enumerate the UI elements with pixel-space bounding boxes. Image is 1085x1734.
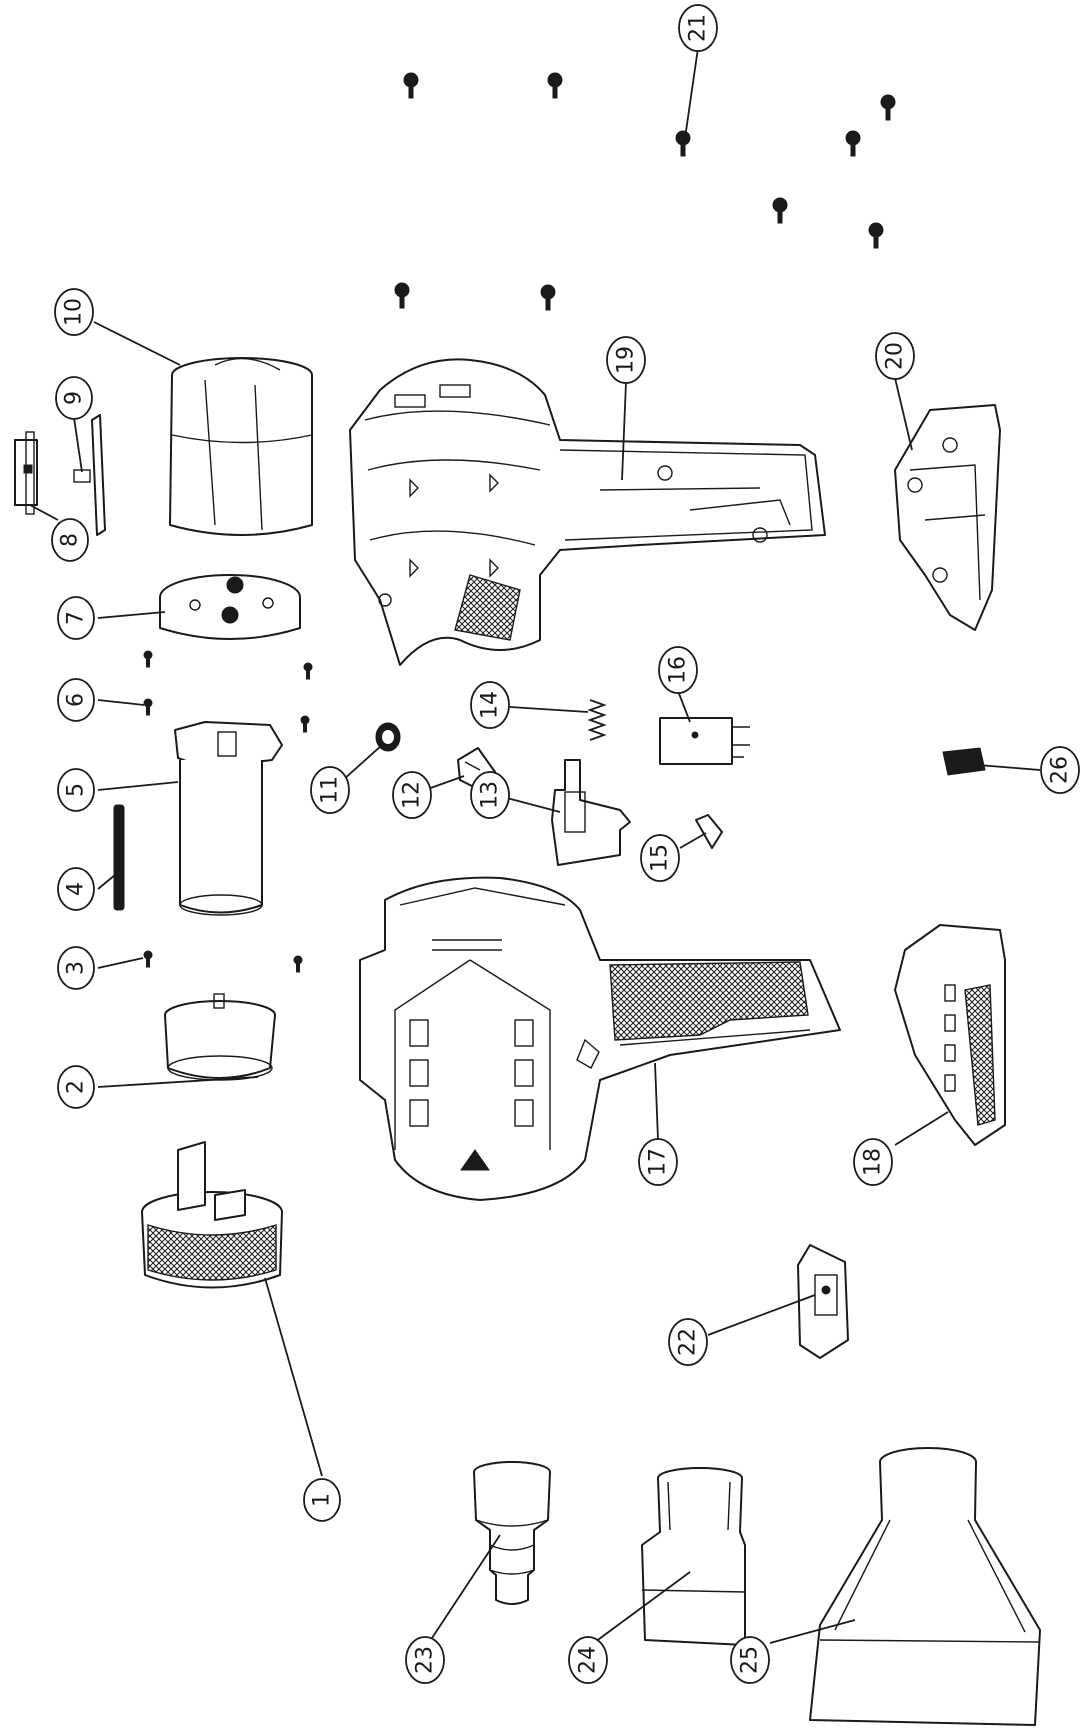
callout-9: 9 [55,376,93,420]
screw-3-group [143,950,303,973]
callout-21-label: 21 [686,14,711,42]
fan-housing [169,357,313,536]
flat-nozzle [809,1447,1041,1726]
callout-16: 16 [658,646,698,694]
callout-15: 15 [640,834,680,882]
callout-23-label: 23 [413,1646,438,1674]
callout-9-label: 9 [62,391,87,405]
terminal-connector [942,747,986,776]
motor-mount-ring [159,574,301,640]
rear-cover-outer [894,924,1006,1146]
screw-6-group [143,650,313,733]
callout-14: 14 [470,681,510,729]
callout-10: 10 [54,288,94,336]
callout-6: 6 [57,678,95,722]
callout-26-label: 26 [1048,756,1073,784]
washer-ring [375,722,401,752]
callout-2-label: 2 [64,1080,89,1094]
callout-24: 24 [568,1636,608,1684]
callout-17: 17 [638,1138,678,1186]
callout-3-label: 3 [64,961,89,975]
callout-19-label: 19 [614,346,639,374]
callout-1-label: 1 [310,1493,335,1507]
support-rod [113,804,125,911]
callout-26: 26 [1040,746,1080,794]
callout-4-label: 4 [64,882,89,896]
element-base [164,993,276,1081]
callout-18: 18 [853,1138,893,1186]
screw-set [394,72,896,311]
trigger-spring [587,699,607,741]
callout-25-label: 25 [738,1646,763,1674]
callout-13: 13 [470,771,510,819]
callout-16-label: 16 [666,656,691,684]
callout-12: 12 [392,771,432,819]
callout-15-label: 15 [648,844,673,872]
callout-4: 4 [57,867,95,911]
callout-13-label: 13 [478,781,503,809]
callout-23: 23 [405,1636,445,1684]
trigger [551,759,631,866]
callout-7: 7 [57,596,95,640]
lock-button [695,814,723,849]
callout-24-label: 24 [576,1646,601,1674]
callout-14-label: 14 [478,691,503,719]
callout-22: 22 [668,1318,708,1366]
micro-switch [659,717,750,765]
switch-module [797,1244,849,1359]
callout-8-label: 8 [58,533,83,547]
callout-11-label: 11 [318,776,343,804]
callout-10-label: 10 [62,298,87,326]
right-housing-half [359,876,841,1201]
reflector-nozzle [641,1467,746,1646]
callout-11: 11 [310,766,350,814]
cone-nozzle [473,1461,551,1605]
callout-3: 3 [57,946,95,990]
callout-12-label: 12 [400,781,425,809]
callout-20-label: 20 [883,342,908,370]
callout-5: 5 [57,768,95,812]
callout-21: 21 [678,4,718,52]
fan-plate [14,431,38,515]
callout-25: 25 [730,1636,770,1684]
left-housing-half [349,358,826,666]
callout-22-label: 22 [676,1328,701,1356]
callout-8: 8 [51,518,89,562]
front-nozzle-shell [141,1141,283,1289]
callout-20: 20 [875,332,915,380]
rear-cover [894,404,1001,631]
callout-1: 1 [303,1478,341,1522]
leader-lines [29,47,1041,1644]
heater-cylinder [174,721,283,916]
callout-2: 2 [57,1065,95,1109]
callout-17-label: 17 [646,1148,671,1176]
callout-19: 19 [606,336,646,384]
callout-5-label: 5 [64,783,89,797]
callout-18-label: 18 [861,1148,886,1176]
fan-disc [73,414,106,536]
callout-7-label: 7 [64,611,89,625]
callout-6-label: 6 [64,693,89,707]
